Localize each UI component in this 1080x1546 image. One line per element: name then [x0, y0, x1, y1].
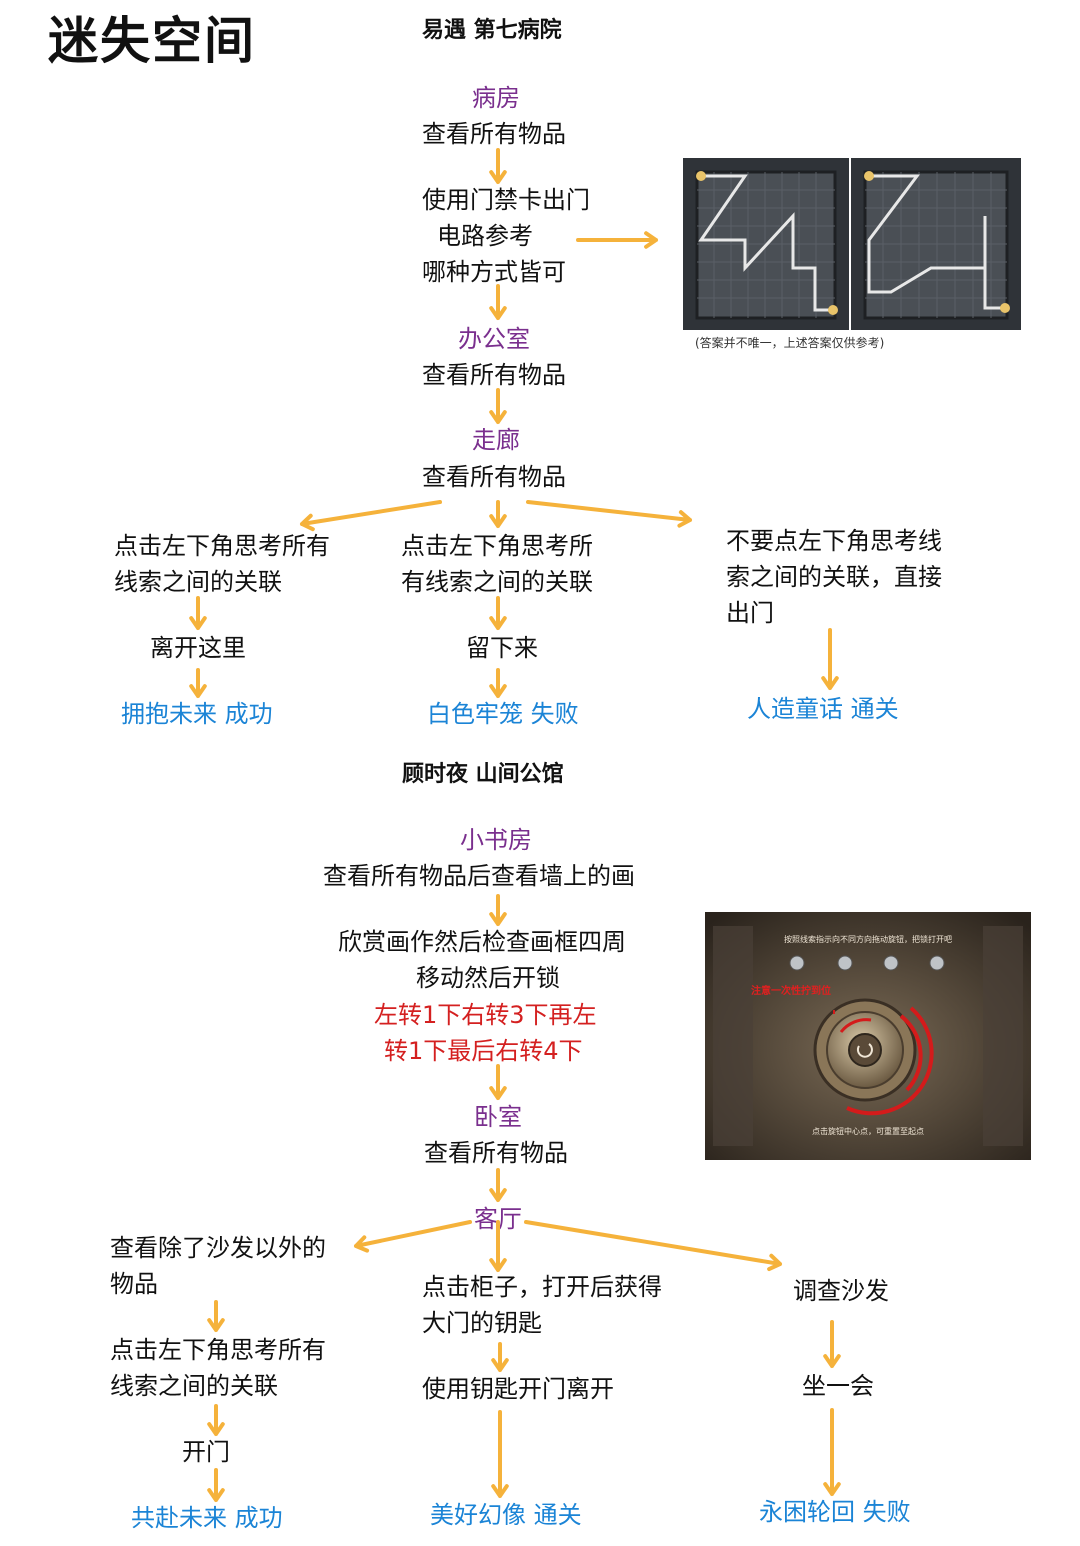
- s1-step2-line2: 电路参考: [437, 222, 533, 250]
- s1-left-line2: 线索之间的关联: [114, 568, 282, 596]
- lock-hint-red: 注意一次性拧到位: [751, 984, 831, 997]
- s1-step2-line3: 哪种方式皆可: [422, 258, 566, 286]
- flow-arrow: [489, 500, 507, 528]
- flow-arrow: [823, 1408, 841, 1496]
- s2-room-study: 小书房: [460, 826, 532, 854]
- s1-mid-line1: 点击左下角思考所: [401, 532, 593, 560]
- flow-arrow: [207, 1300, 225, 1332]
- flow-arrow: [207, 1404, 225, 1436]
- s1-right-line3: 出门: [726, 599, 774, 627]
- s2-step2-line1: 欣赏画作然后检查画框四周: [338, 928, 626, 956]
- flow-arrow: [489, 668, 507, 698]
- s2-room-bedroom: 卧室: [474, 1103, 522, 1131]
- flow-arrow: [526, 500, 692, 528]
- s2-mid-line1: 点击柜子，打开后获得: [422, 1273, 662, 1301]
- page-title: 迷失空间: [48, 12, 256, 70]
- s1-mid-ending: 白色牢笼 失败: [427, 700, 579, 728]
- s1-room-corridor: 走廊: [472, 426, 520, 454]
- flow-arrow: [576, 231, 658, 249]
- s2-red-line1: 左转1下右转3下再左: [374, 1001, 597, 1029]
- lock-puzzle-image: 按照线索指示向不同方向拖动旋钮，把锁打开吧 注意一次性拧到位 点击旋钮中心点，可…: [705, 912, 1031, 1160]
- flow-arrow: [489, 388, 507, 424]
- s1-mid-line2: 有线索之间的关联: [401, 568, 593, 596]
- s1-step4: 查看所有物品: [422, 463, 566, 491]
- s2-right-line1: 调查沙发: [793, 1277, 889, 1305]
- s2-mid-line2: 大门的钥匙: [422, 1309, 542, 1337]
- s1-room-office: 办公室: [458, 325, 530, 353]
- s1-room-ward: 病房: [472, 84, 520, 112]
- flow-arrow: [489, 1064, 507, 1100]
- s2-left-ending: 共赴未来 成功: [131, 1504, 283, 1532]
- s2-step2-line2: 移动然后开锁: [416, 964, 560, 992]
- flow-arrow: [491, 1410, 509, 1498]
- flow-arrow: [354, 1220, 472, 1253]
- s2-red-line2: 转1下最后右转4下: [384, 1037, 583, 1065]
- s2-right-ending: 永困轮回 失败: [759, 1498, 911, 1526]
- circuit-caption: (答案并不唯一，上述答案仅供参考): [695, 336, 885, 350]
- circuit-puzzle-image-2: [851, 158, 1021, 330]
- flow-arrow: [524, 1220, 782, 1272]
- s2-left-line2: 物品: [110, 1270, 158, 1298]
- s1-right-line2: 索之间的关联，直接: [726, 563, 942, 591]
- s2-left-line1: 查看除了沙发以外的: [110, 1234, 326, 1262]
- s2-step1: 查看所有物品后查看墙上的画: [323, 862, 635, 890]
- s1-left-ending: 拥抱未来 成功: [121, 700, 273, 728]
- s2-right-next: 坐一会: [802, 1372, 874, 1400]
- flow-arrow: [489, 284, 507, 320]
- s1-right-line1: 不要点左下角思考线: [726, 527, 942, 555]
- flow-arrow: [489, 596, 507, 630]
- flow-arrow: [489, 1168, 507, 1202]
- flow-arrow: [489, 894, 507, 926]
- s2-left-next3: 开门: [182, 1438, 230, 1466]
- s2-mid-next: 使用钥匙开门离开: [422, 1375, 614, 1403]
- section2-heading: 顾时夜 山间公馆: [402, 762, 564, 787]
- s1-mid-next: 留下来: [466, 634, 538, 662]
- lock-hint-top: 按照线索指示向不同方向拖动旋钮，把锁打开吧: [784, 934, 952, 944]
- s2-left-next2: 线索之间的关联: [110, 1372, 278, 1400]
- s1-left-line1: 点击左下角思考所有: [114, 532, 330, 560]
- s1-step1: 查看所有物品: [422, 120, 566, 148]
- flow-arrow: [300, 500, 442, 532]
- flow-arrow: [823, 1320, 841, 1368]
- flow-arrow: [489, 148, 507, 184]
- flow-arrow: [189, 596, 207, 630]
- circuit-puzzle-image-1: [683, 158, 849, 330]
- s2-mid-ending: 美好幻像 通关: [430, 1501, 582, 1529]
- lock-hint-bottom: 点击旋钮中心点，可重置至起点: [812, 1126, 924, 1136]
- flow-arrow: [189, 668, 207, 698]
- s1-step3: 查看所有物品: [422, 361, 566, 389]
- section1-heading: 易遇 第七病院: [422, 18, 562, 43]
- s2-step3: 查看所有物品: [424, 1139, 568, 1167]
- s2-left-next1: 点击左下角思考所有: [110, 1336, 326, 1364]
- flow-arrow: [207, 1468, 225, 1502]
- s1-left-next: 离开这里: [150, 634, 246, 662]
- s1-right-ending: 人造童话 通关: [747, 695, 899, 723]
- flow-arrow: [491, 1342, 509, 1372]
- flow-arrow: [489, 1220, 507, 1272]
- flow-arrow: [821, 628, 839, 690]
- s1-step2-line1: 使用门禁卡出门: [422, 186, 590, 214]
